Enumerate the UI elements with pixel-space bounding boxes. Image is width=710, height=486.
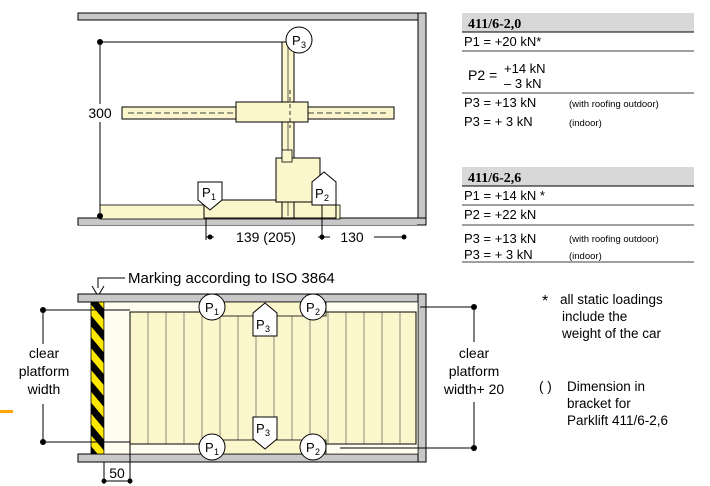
table2-p3-indoor-note: (indoor): [569, 251, 602, 262]
point-p2-plan-top: P 2: [299, 293, 327, 321]
orange-accent: [0, 410, 13, 413]
load-table-2-0: 411/6-2,0 P1 = +20 kN* P2 = +14 kN – 3 k…: [462, 13, 694, 129]
star-line-1: all static loadings: [560, 292, 663, 307]
plan-right-wall: [417, 293, 427, 463]
svg-text:P: P: [315, 186, 324, 201]
table2-p3-outdoor: P3 = +13 kN: [464, 231, 536, 246]
svg-text:1: 1: [211, 192, 216, 202]
load-table-2-6: 411/6-2,6 P1 = +14 kN * P2 = +22 kN P3 =…: [462, 167, 694, 263]
table1-header: [462, 13, 694, 32]
table2-p3-indoor: P3 = + 3 kN: [464, 247, 533, 262]
svg-text:2: 2: [315, 307, 320, 317]
left-label-2: platform: [19, 363, 70, 379]
point-p1-side: P 1: [197, 181, 223, 211]
side-ceiling: [77, 12, 427, 21]
svg-text:P: P: [306, 300, 315, 315]
left-label-3: width: [27, 381, 61, 397]
right-label-3: width+ 20: [443, 381, 505, 397]
hazard-marking-stripe: [90, 301, 105, 455]
platform-carrier: [235, 101, 309, 123]
notes: * all static loadings include the weight…: [539, 292, 668, 428]
side-right-wall: [417, 12, 427, 226]
table1-p3-indoor: P3 = + 3 kN: [464, 114, 533, 129]
svg-text:1: 1: [214, 447, 219, 457]
table2-title: 411/6-2,6: [468, 171, 521, 186]
paren-symbol: ( ): [539, 379, 552, 394]
height-label: 300: [88, 105, 112, 121]
side-view: 300 139 (205) 130 P 3 P 1 P 2: [77, 12, 427, 245]
left-label-1: clear: [29, 345, 60, 361]
table2-p2: P2 = +22 kN: [464, 207, 536, 222]
table2-header: [462, 167, 694, 186]
plan-top-wall: [77, 293, 427, 303]
svg-text:3: 3: [301, 40, 306, 50]
point-p1-plan-bottom: P 1: [198, 433, 226, 461]
table1-p3-indoor-note: (indoor): [569, 118, 602, 129]
point-p2-side: P 2: [311, 171, 337, 206]
right-label-2: platform: [449, 363, 500, 379]
marking-label: Marking according to ISO 3864: [128, 270, 335, 287]
svg-text:2: 2: [315, 447, 320, 457]
svg-text:P: P: [306, 440, 315, 455]
paren-line-2: bracket for: [567, 396, 631, 411]
svg-text:P: P: [202, 185, 211, 200]
plan-view: Marking according to ISO 3864: [0, 270, 514, 484]
svg-text:P: P: [292, 33, 301, 48]
paren-line-3: Parklift 411/6-2,6: [567, 413, 668, 428]
point-p2-plan-bottom: P 2: [299, 433, 327, 461]
paren-line-1: Dimension in: [567, 379, 645, 394]
svg-text:P: P: [205, 300, 214, 315]
point-p3-plan-top: P 3: [252, 302, 278, 337]
point-p1-plan-top: P 1: [198, 293, 226, 321]
bottom-50-label: 50: [109, 465, 125, 481]
table1-p2-top: +14 kN: [504, 61, 546, 76]
table2-p1: P1 = +14 kN *: [464, 188, 545, 203]
svg-text:2: 2: [324, 193, 329, 203]
table1-p2-bottom: – 3 kN: [504, 76, 542, 91]
point-p3-side: P 3: [285, 26, 313, 54]
table1-title: 411/6-2,0: [468, 17, 521, 32]
svg-text:1: 1: [214, 307, 219, 317]
svg-text:P: P: [256, 421, 265, 436]
star-line-3: weight of the car: [561, 326, 662, 341]
svg-text:P: P: [205, 440, 214, 455]
table1-p3-outdoor-note: (with roofing outdoor): [569, 99, 659, 110]
right-label-1: clear: [459, 345, 490, 361]
svg-text:3: 3: [265, 428, 270, 438]
svg-text:P: P: [256, 317, 265, 332]
point-p3-plan-bottom: P 3: [252, 416, 278, 450]
table1-p1: P1 = +20 kN*: [464, 34, 541, 49]
dim-bottom-left: 139 (205): [236, 229, 296, 245]
table2-p3-outdoor-note: (with roofing outdoor): [569, 234, 659, 245]
star-symbol: *: [542, 293, 548, 310]
svg-text:3: 3: [265, 324, 270, 334]
lift-base: [203, 199, 337, 219]
dim-bottom-right: 130: [340, 229, 364, 245]
side-pit-mask: [79, 219, 417, 225]
table1-p2-prefix: P2 =: [468, 67, 497, 83]
table1-p3-outdoor: P3 = +13 kN: [464, 95, 536, 110]
marking-pointer: [97, 277, 125, 288]
star-line-2: include the: [562, 309, 627, 324]
